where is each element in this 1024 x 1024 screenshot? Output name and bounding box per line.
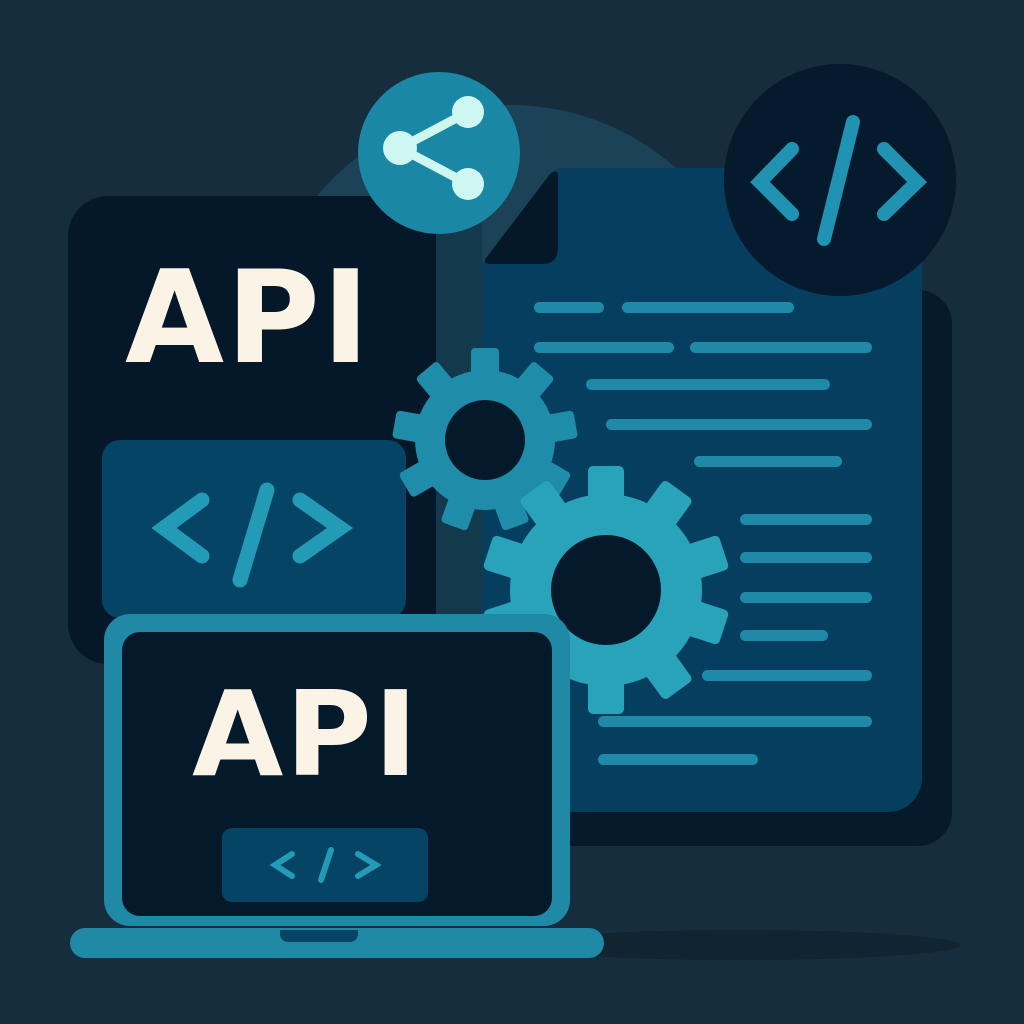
doc-line xyxy=(690,342,872,353)
code-circle xyxy=(724,64,956,296)
doc-line xyxy=(534,302,604,313)
share-circle xyxy=(358,72,520,234)
doc-line xyxy=(598,716,872,727)
doc-line xyxy=(740,592,872,603)
code-box xyxy=(102,440,406,618)
api-panel-label: API xyxy=(125,244,372,393)
code-brackets-icon xyxy=(750,115,927,246)
code-brackets-icon xyxy=(269,847,382,883)
gear-icon xyxy=(391,348,579,532)
doc-line xyxy=(702,670,872,681)
doc-line xyxy=(534,342,674,353)
doc-line xyxy=(598,754,758,765)
laptop-notch xyxy=(280,930,358,942)
laptop-api-label: API xyxy=(192,665,420,803)
code-brackets-icon xyxy=(151,482,354,588)
doc-line xyxy=(740,552,872,563)
share-icon xyxy=(383,96,484,200)
doc-line xyxy=(622,302,794,313)
doc-line xyxy=(586,379,830,390)
laptop-code-box xyxy=(222,828,428,902)
doc-line xyxy=(740,514,872,525)
doc-line xyxy=(740,630,828,641)
document-fold-icon xyxy=(484,171,558,264)
doc-line xyxy=(694,456,842,467)
doc-line xyxy=(606,419,872,430)
